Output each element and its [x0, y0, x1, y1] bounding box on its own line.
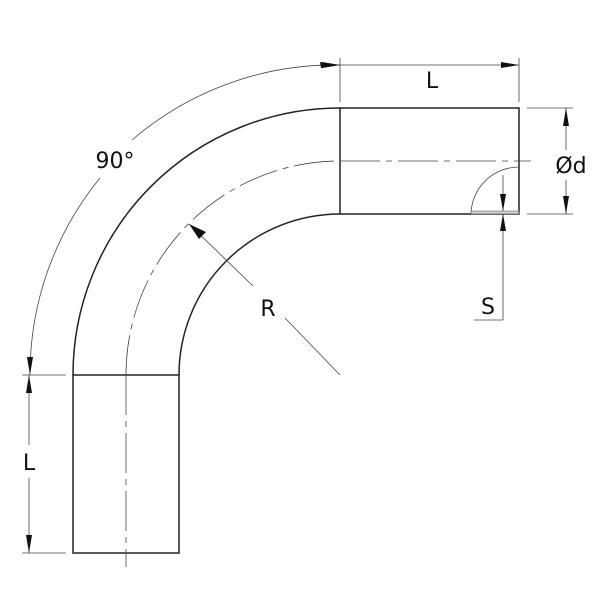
wall-hatch [470, 210, 520, 215]
arrow-icon [320, 62, 340, 68]
dimension-radius: R [188, 223, 341, 376]
centerlines [125, 160, 531, 567]
arrow-icon [563, 108, 569, 126]
inner-arc [178, 213, 341, 376]
dimension-angle: 90° [27, 62, 341, 376]
dimension-length-top: L [322, 58, 520, 102]
arrow-icon [189, 224, 206, 239]
arrow-icon [26, 375, 32, 393]
label-wall-thickness: S [481, 295, 495, 320]
arrow-icon [26, 535, 32, 553]
outer-arc [72, 107, 341, 376]
label-diameter: Ød [555, 154, 586, 179]
centerline-arc [125, 160, 341, 376]
label-length-left: L [23, 451, 36, 476]
pipe-outline [72, 107, 520, 554]
section-arc [470, 166, 520, 215]
arrow-icon [563, 196, 569, 214]
arrow-icon [500, 214, 506, 231]
arrow-icon [501, 62, 519, 68]
dimension-wall-thickness: S [474, 175, 506, 321]
dimension-diameter: Ød [527, 107, 587, 215]
label-angle: 90° [96, 149, 135, 174]
label-radius: R [260, 297, 275, 322]
arrow-icon [500, 194, 506, 211]
dimension-length-left: L [22, 374, 66, 554]
wall-section-detail [470, 166, 520, 215]
arrow-icon [27, 357, 33, 375]
label-length-top: L [426, 69, 439, 94]
